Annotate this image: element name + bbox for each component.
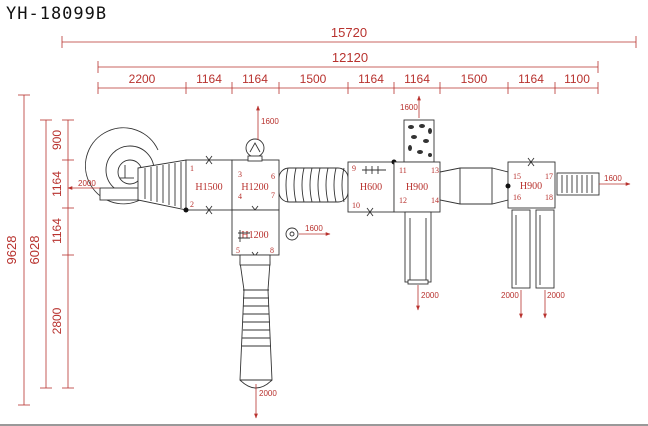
left-dimension-segments: 900 1164 1164 2800: [50, 119, 74, 389]
clearance-slide-bottom: 2000: [254, 384, 277, 419]
post-number-17: 17: [545, 172, 553, 181]
post-number-11: 11: [399, 166, 407, 175]
clearance-left: 2000: [67, 179, 100, 190]
post-number-2: 2: [190, 200, 194, 209]
post-number-18: 18: [545, 193, 553, 202]
platform-5-label: H900: [406, 182, 428, 193]
platform-h900-center: H900 11 12 13 14: [393, 161, 441, 213]
top-dimension-total: 15720: [61, 25, 637, 48]
platform-h600: H600 9 10: [347, 159, 397, 217]
dim-top-total: 15720: [331, 25, 367, 40]
post-number-1: 1: [190, 164, 194, 173]
dim-seg-4: 1500: [300, 72, 327, 86]
dim-left-seg-3: 1164: [50, 218, 64, 244]
dim-left-total: 9628: [4, 236, 19, 265]
dim-top-sub: 12120: [332, 50, 368, 65]
entry-ramp: [137, 159, 187, 211]
clearance-right: 1600: [599, 174, 631, 186]
straight-slide-center: [404, 211, 432, 285]
telescope-panel: [245, 138, 265, 162]
post-number-8: 8: [270, 246, 274, 255]
dim-left-seg-2: 1164: [50, 171, 64, 197]
platform-6-label: H900: [520, 181, 542, 192]
clear-right-text: 1600: [604, 174, 622, 183]
platform-h1200-upper: H1200 3 4 6 7: [231, 159, 280, 215]
clearance-mid: 1600: [299, 224, 331, 236]
post-number-10: 10: [352, 201, 360, 210]
double-slide-right: [511, 209, 555, 289]
platform-h1200-lower: H1200 5 8: [231, 209, 280, 261]
clearance-top-right: 1600: [400, 95, 421, 118]
ladder-right: [556, 172, 600, 196]
dim-seg-3: 1164: [242, 72, 268, 86]
tube-slide-bottom: [239, 254, 273, 389]
steering-wheel-panel: [285, 227, 299, 241]
post-number-7: 7: [271, 191, 275, 200]
dim-left-seg-1: 900: [50, 130, 64, 150]
post-number-16: 16: [513, 193, 521, 202]
clear-slide-rr1-text: 2000: [501, 291, 519, 300]
clear-mid-text: 1600: [305, 224, 323, 233]
post-number-15: 15: [513, 172, 521, 181]
post-number-4: 4: [238, 192, 242, 201]
clear-top-right-text: 1600: [400, 103, 418, 112]
clear-slide-right-text: 2000: [421, 291, 439, 300]
platform-h900-right: H900 15 16 17 18: [505, 157, 556, 209]
dim-seg-5: 1164: [358, 72, 384, 86]
top-dimension-sub: 12120: [97, 50, 599, 73]
left-dimension-total: 9628: [4, 94, 30, 406]
top-dimension-segments: 2200 1164 1164 1500 1164 1164 1500 1164 …: [97, 72, 599, 94]
platform-h1500: H1500 1 2: [183, 155, 233, 215]
rock-climbing-wall: [403, 119, 435, 163]
clear-slide-rr2-text: 2000: [547, 291, 565, 300]
dim-seg-6: 1164: [404, 72, 430, 86]
dim-seg-1: 2200: [129, 72, 156, 86]
post-number-14: 14: [431, 196, 439, 205]
post-number-3: 3: [238, 170, 242, 179]
dim-left-seg-4: 2800: [50, 307, 64, 334]
post-number-13: 13: [431, 166, 439, 175]
spiral-slide: [85, 127, 159, 205]
dim-seg-2: 1164: [196, 72, 222, 86]
crawl-tunnel: [278, 167, 349, 203]
clearance-slide-right: 2000: [416, 285, 439, 311]
model-title: YH-18099B: [6, 4, 108, 24]
clear-left-text: 2000: [78, 179, 96, 188]
left-dimension-sub: 6028: [27, 119, 52, 389]
dim-seg-8: 1164: [518, 72, 544, 86]
post-number-9: 9: [352, 164, 356, 173]
clear-top-mid-text: 1600: [261, 117, 279, 126]
clearance-slide-rr: 2000 2000: [501, 290, 565, 319]
dim-seg-7: 1500: [461, 72, 488, 86]
platform-1-label: H1500: [195, 182, 222, 193]
platform-2-label: H1200: [241, 182, 268, 193]
clear-slide-bottom-text: 2000: [259, 389, 277, 398]
dim-seg-9: 1100: [564, 72, 590, 86]
post-number-12: 12: [399, 196, 407, 205]
post-number-6: 6: [271, 172, 275, 181]
platform-4-label: H600: [360, 182, 382, 193]
clearance-top-mid: 1600: [256, 105, 279, 140]
post-number-5: 5: [236, 246, 240, 255]
tube-bridge: [439, 167, 509, 205]
platform-3-label: H1200: [241, 230, 268, 241]
dim-left-sub: 6028: [27, 236, 42, 265]
